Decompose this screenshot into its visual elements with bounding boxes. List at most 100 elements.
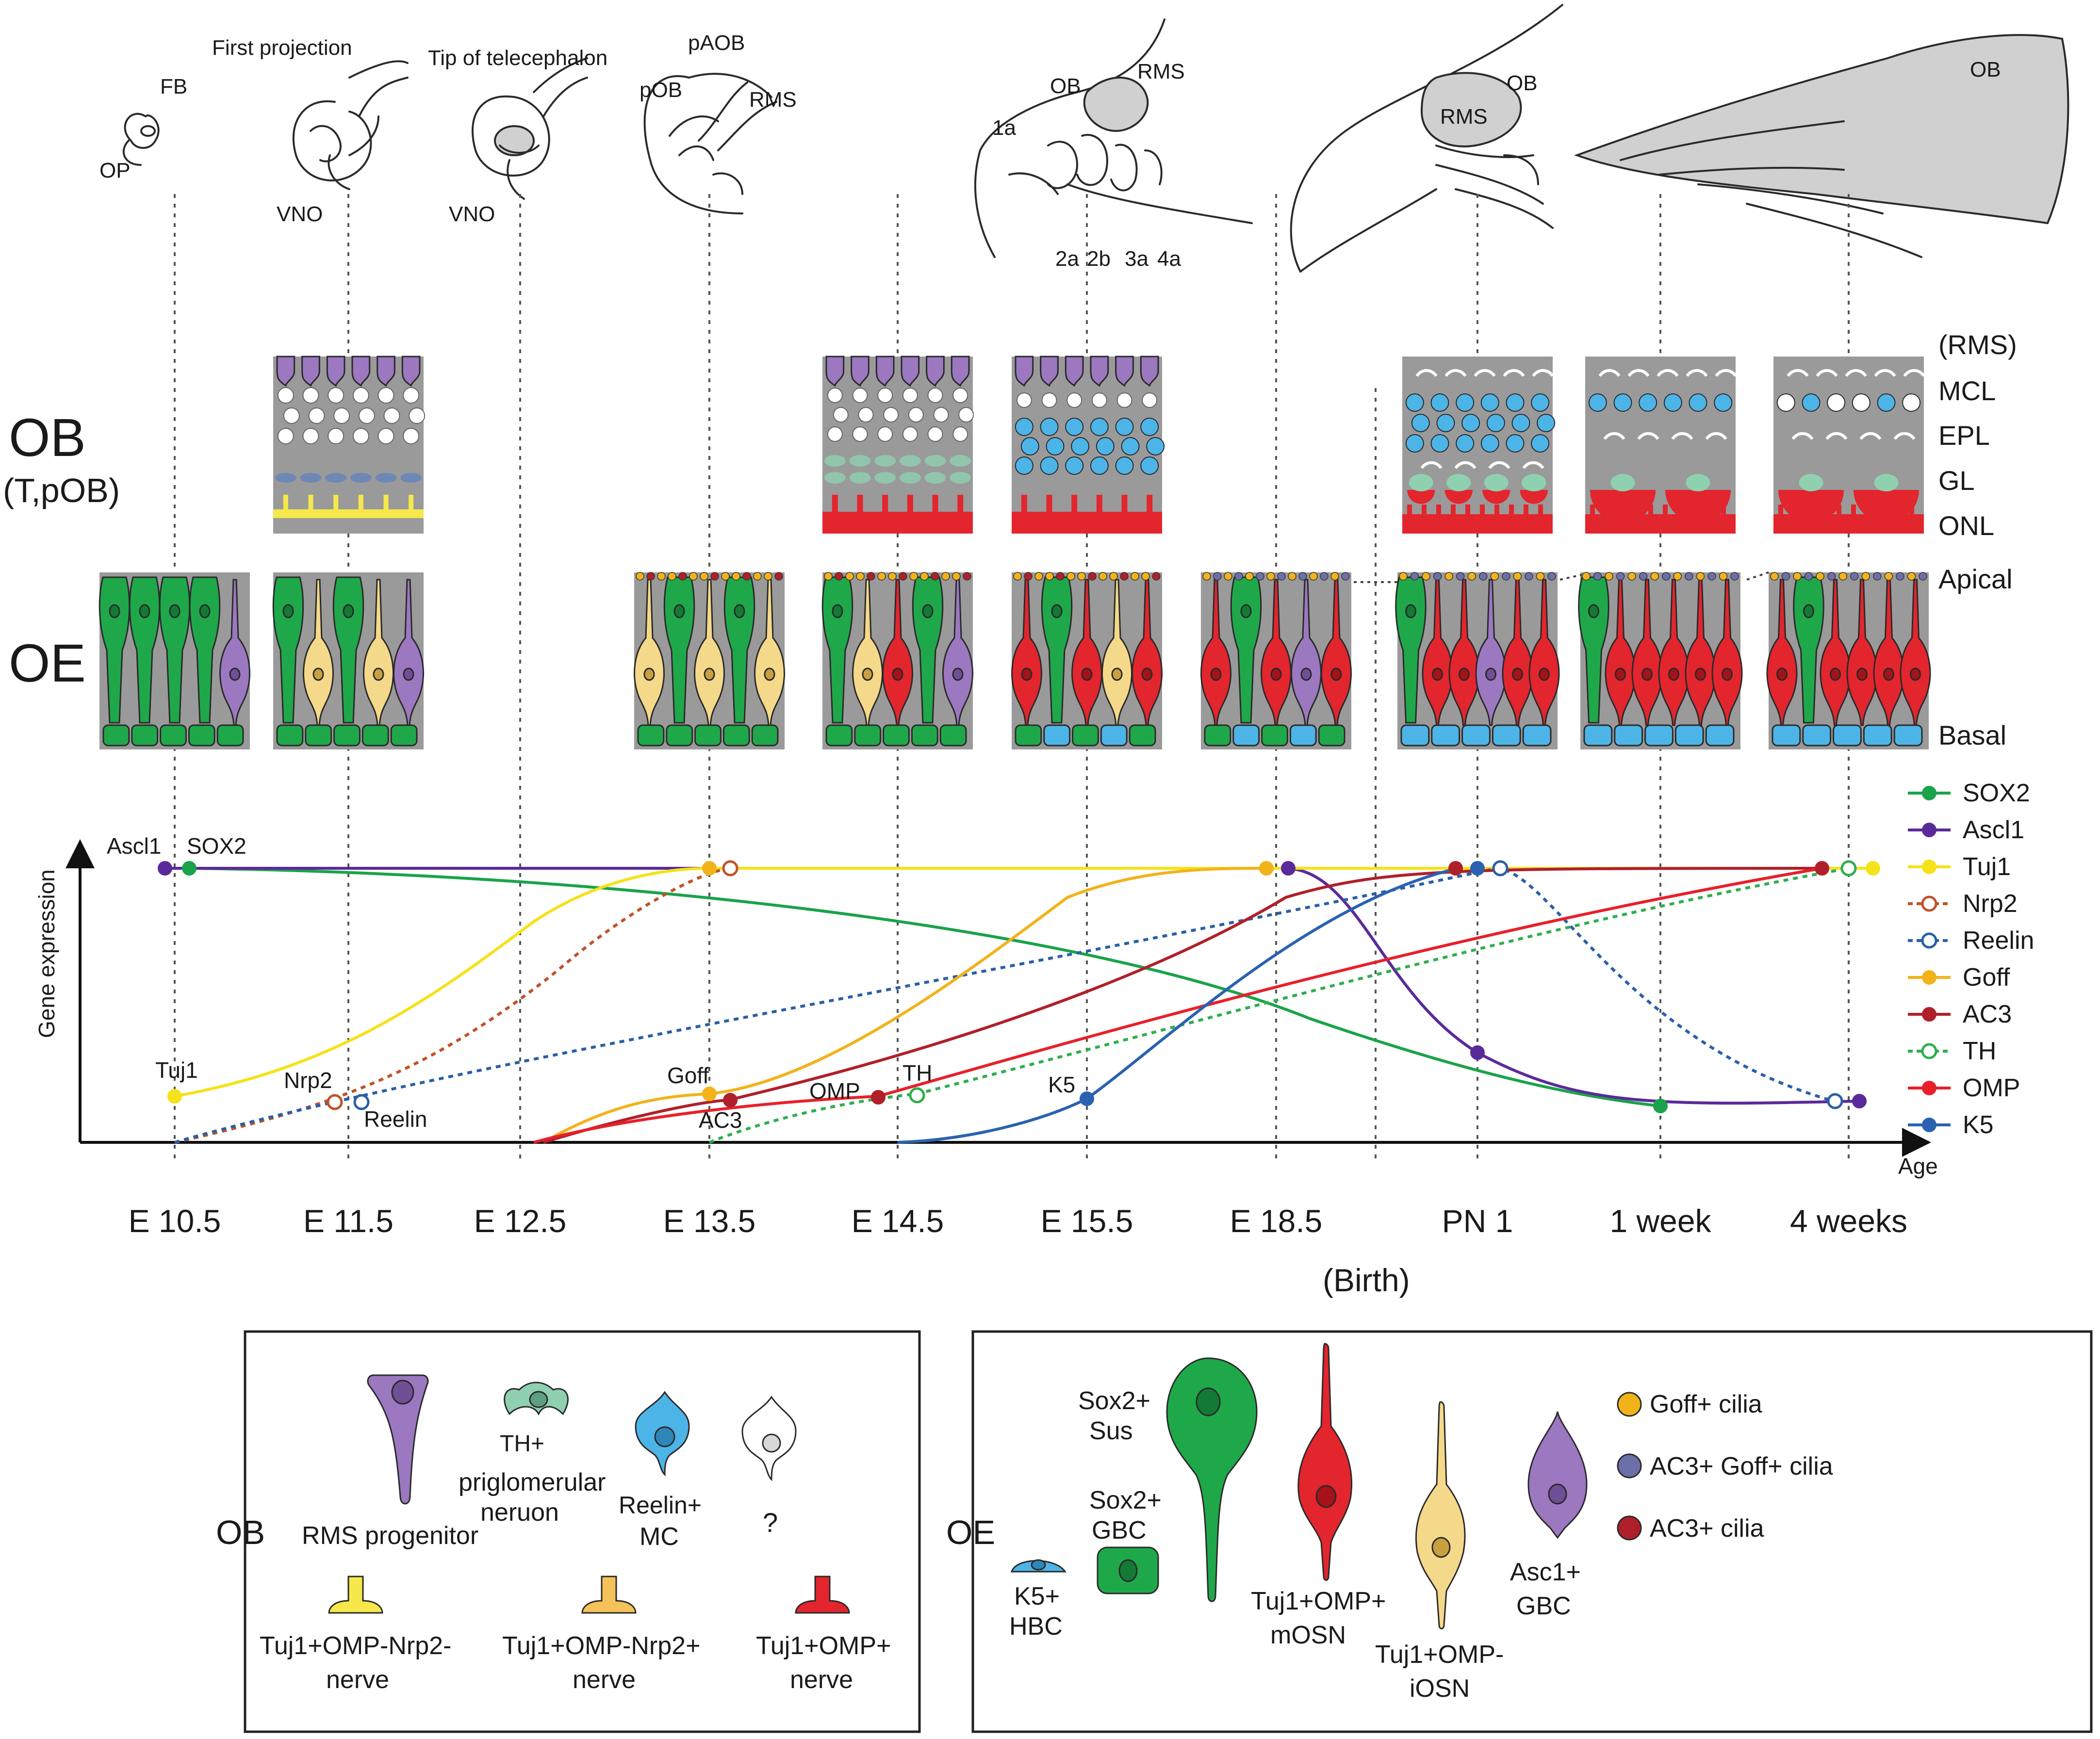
layer-basal: Basal	[1938, 720, 2006, 750]
ob-cell-legend: OB RMS progenitor TH+ priglomerular neru…	[216, 1330, 921, 1733]
ob-panel	[1012, 356, 1165, 534]
oe-legend-sus1: Sox2+	[1078, 1387, 1150, 1415]
point-sox2	[1653, 1099, 1668, 1113]
layer-gl: GL	[1938, 465, 1975, 496]
point-ac3	[871, 1090, 886, 1105]
curve-tuj1	[174, 867, 1873, 1098]
nerve-red	[795, 1576, 850, 1614]
legend-label: Tuj1	[1963, 853, 2011, 881]
point-ascl1	[158, 861, 172, 876]
label-tip-telencephalon: Tip of telecephalon	[428, 46, 607, 70]
label-vno-e12: VNO	[449, 202, 495, 226]
curve-label-ac3: AC3	[699, 1107, 742, 1133]
mosn-cell	[1297, 1343, 1353, 1581]
point-goff	[702, 1087, 717, 1101]
point-reelin	[1827, 1093, 1843, 1109]
cilia-ac3-dot	[1617, 1515, 1642, 1541]
sketch-e15	[974, 18, 1253, 258]
layer-mcl: MCL	[1938, 375, 1996, 406]
legend-marker	[1922, 860, 1936, 874]
point-ac3	[723, 1093, 738, 1107]
nerve-tan	[581, 1576, 637, 1614]
legend-label: Nrp2	[1963, 890, 2018, 918]
curve-label-nrp2: Nrp2	[284, 1068, 332, 1093]
label-rms-pn1: RMS	[1440, 105, 1488, 129]
oe-legend-sus2: Sus	[1089, 1417, 1133, 1445]
point-goff	[1259, 861, 1274, 876]
sustentacular-cell	[1166, 1357, 1258, 1602]
point-ac3	[1815, 861, 1829, 876]
timepoint-label: E 13.5	[663, 1203, 756, 1239]
point-ascl1	[1852, 1094, 1867, 1108]
rms-progenitor-cell	[367, 1374, 429, 1505]
rms-progenitor-nucleus	[391, 1380, 414, 1405]
label-2b: 2b	[1087, 247, 1111, 271]
point-ascl1	[1470, 1045, 1485, 1060]
layer-apical: Apical	[1938, 564, 2013, 594]
cilia-connector	[1746, 571, 1769, 581]
cilia-connector	[1559, 574, 1582, 581]
nerve-yellow	[328, 1576, 383, 1614]
sustentacular-nucleus	[1196, 1387, 1221, 1416]
label-ob-pn1: OB	[1507, 71, 1538, 95]
curve-label-reelin: Reelin	[364, 1106, 427, 1132]
iosn-nucleus	[1431, 1537, 1451, 1558]
ob-panel	[1402, 357, 1556, 534]
sketch-e13	[643, 73, 777, 214]
oe-legend-iosn1: Tuj1+OMP-	[1375, 1641, 1504, 1669]
gene-expression-chart: Gene expression Age Ascl1 SOX2 Tuj1 Nrp2…	[34, 833, 1938, 1179]
oe-legend-cilia2: AC3+ Goff+ cilia	[1650, 1452, 1833, 1480]
point-k5	[1470, 861, 1485, 876]
oe-legend-gbc1: Sox2+	[1089, 1486, 1162, 1514]
hbc-nucleus	[1031, 1559, 1046, 1571]
ob-legend-box	[244, 1330, 921, 1733]
birth-label: (Birth)	[1323, 1262, 1410, 1298]
label-fb: FB	[160, 75, 187, 98]
point-nrp2	[327, 1094, 343, 1110]
layer-rms: (RMS)	[1938, 329, 2017, 360]
oe-panel	[1395, 572, 1560, 749]
point-nrp2	[722, 860, 738, 877]
curve-label-omp: OMP	[809, 1078, 860, 1104]
label-rms-e15: RMS	[1137, 60, 1185, 83]
ob-legend-reelin1: Reelin+	[619, 1492, 702, 1519]
ob-panel	[822, 356, 974, 534]
point-ascl1	[1281, 861, 1296, 876]
ob-legend-reelin2: MC	[640, 1523, 679, 1551]
asc1-gbc-cell	[1527, 1411, 1588, 1539]
legend-label: AC3	[1963, 1000, 2012, 1028]
oe-legend-title: OE	[946, 1513, 995, 1551]
oe-legend-iosn2: iOSN	[1410, 1674, 1470, 1703]
oe-legend-mosn1: Tuj1+OMP+	[1251, 1587, 1386, 1615]
legend-marker	[1922, 823, 1936, 837]
sketch-e12	[471, 57, 588, 200]
ob-panels	[273, 356, 1925, 534]
label-op: OP	[99, 159, 131, 182]
legend-marker	[1922, 1081, 1936, 1095]
curve-label-goff: Goff	[667, 1063, 709, 1088]
label-ob-4wk: OB	[1970, 58, 2001, 81]
layer-epl: EPL	[1938, 420, 1990, 451]
timepoint-label: E 18.5	[1230, 1203, 1323, 1239]
ob-legend-nerve2b: nerve	[573, 1666, 636, 1694]
label-pob: pOB	[640, 78, 682, 102]
oe-panel	[821, 572, 973, 749]
label-ob-e15: OB	[1050, 74, 1081, 98]
curve-goff	[542, 867, 1267, 1144]
timepoint-label: 1 week	[1609, 1203, 1711, 1239]
oe-legend-mosn2: mOSN	[1270, 1621, 1346, 1649]
oe-panel	[98, 572, 250, 749]
curve-ascl1	[165, 867, 1859, 1105]
legend-label: Ascl1	[1963, 816, 2024, 844]
legend-marker	[1922, 1118, 1936, 1132]
oe-panels	[98, 571, 1931, 749]
iosn-cell	[1415, 1401, 1466, 1629]
point-tuj1	[167, 1089, 182, 1104]
curve-th	[708, 867, 1849, 1144]
cilia-goff-dot	[1617, 1392, 1642, 1417]
point-reelin	[1492, 860, 1509, 877]
reelin-mitral-nucleus	[654, 1426, 675, 1447]
point-tuj1	[1866, 861, 1880, 876]
legend-label: Reelin	[1963, 926, 2034, 955]
